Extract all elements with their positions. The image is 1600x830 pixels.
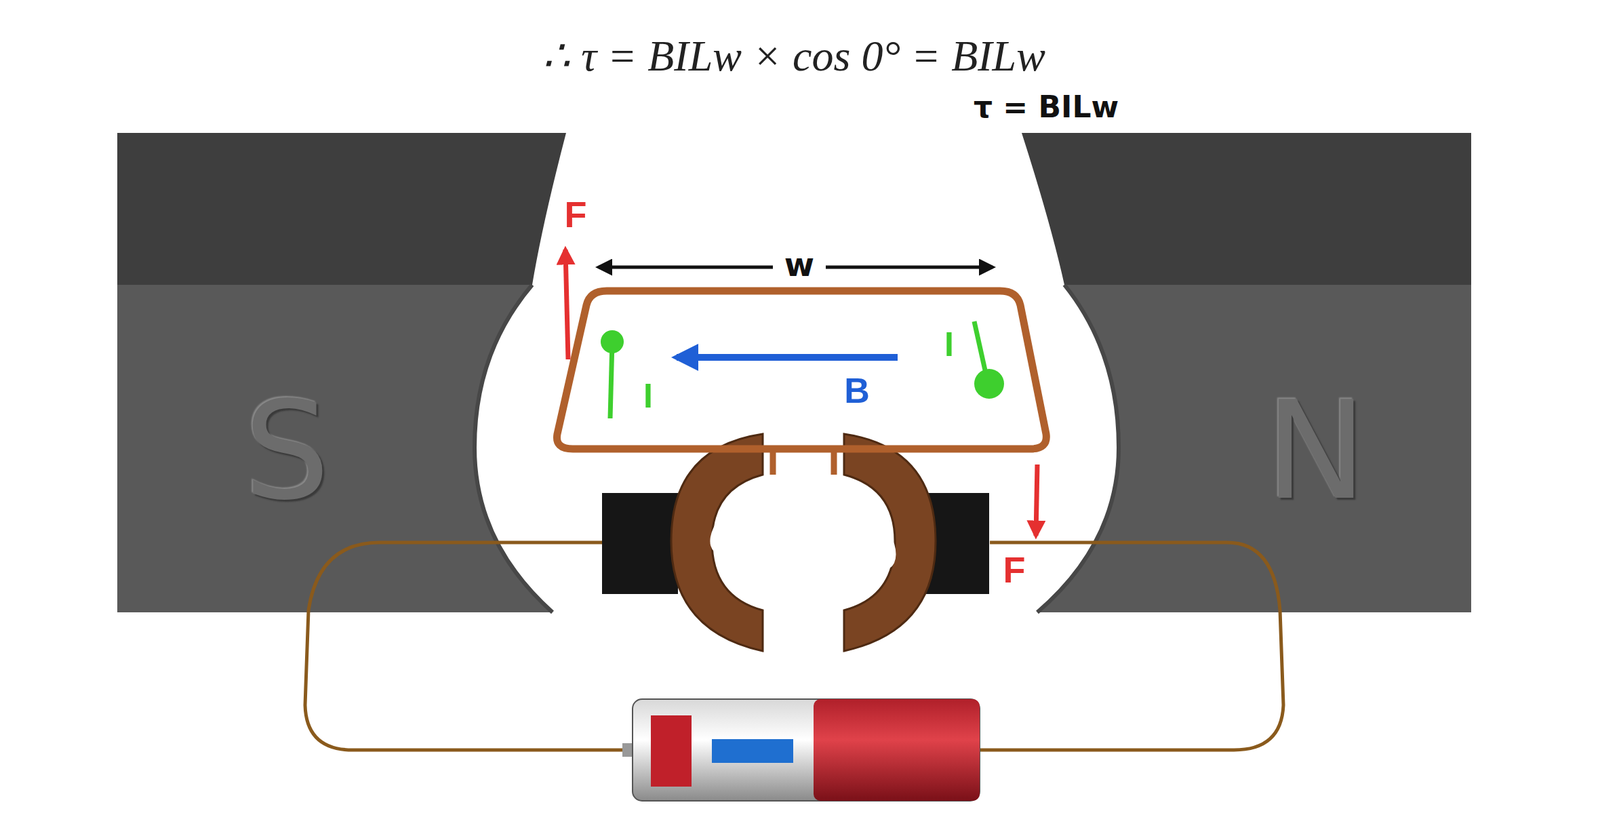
force-arrow	[1035, 464, 1038, 536]
current-label: I	[944, 327, 954, 362]
dimension-arrow	[825, 265, 993, 270]
wire	[979, 542, 1284, 750]
field-label: B	[844, 372, 870, 409]
dimension-arrow	[598, 265, 773, 270]
force-label: F	[1003, 551, 1026, 588]
width-label: w	[784, 248, 815, 281]
wire	[305, 542, 633, 750]
commutator	[844, 433, 936, 651]
south-magnet	[117, 132, 567, 613]
coil	[556, 290, 1047, 449]
commutator-hole	[844, 507, 905, 577]
coil-lead	[772, 448, 834, 475]
force-arrow	[565, 249, 569, 360]
pole-label: N	[1265, 383, 1367, 519]
force-label: F	[564, 195, 588, 233]
current-pin	[974, 368, 1005, 399]
brush	[602, 492, 678, 594]
pole-label: S	[244, 383, 331, 519]
equation-label: τ = BILw	[973, 92, 1119, 123]
current-label: I	[643, 378, 653, 413]
north-magnet	[1021, 132, 1472, 613]
field-arrow	[676, 353, 898, 361]
equation-title: ∴ τ = BILw × cos 0° = BILw	[542, 34, 1046, 78]
commutator-hole	[701, 494, 767, 564]
current-pin	[600, 330, 624, 354]
battery	[622, 698, 980, 801]
